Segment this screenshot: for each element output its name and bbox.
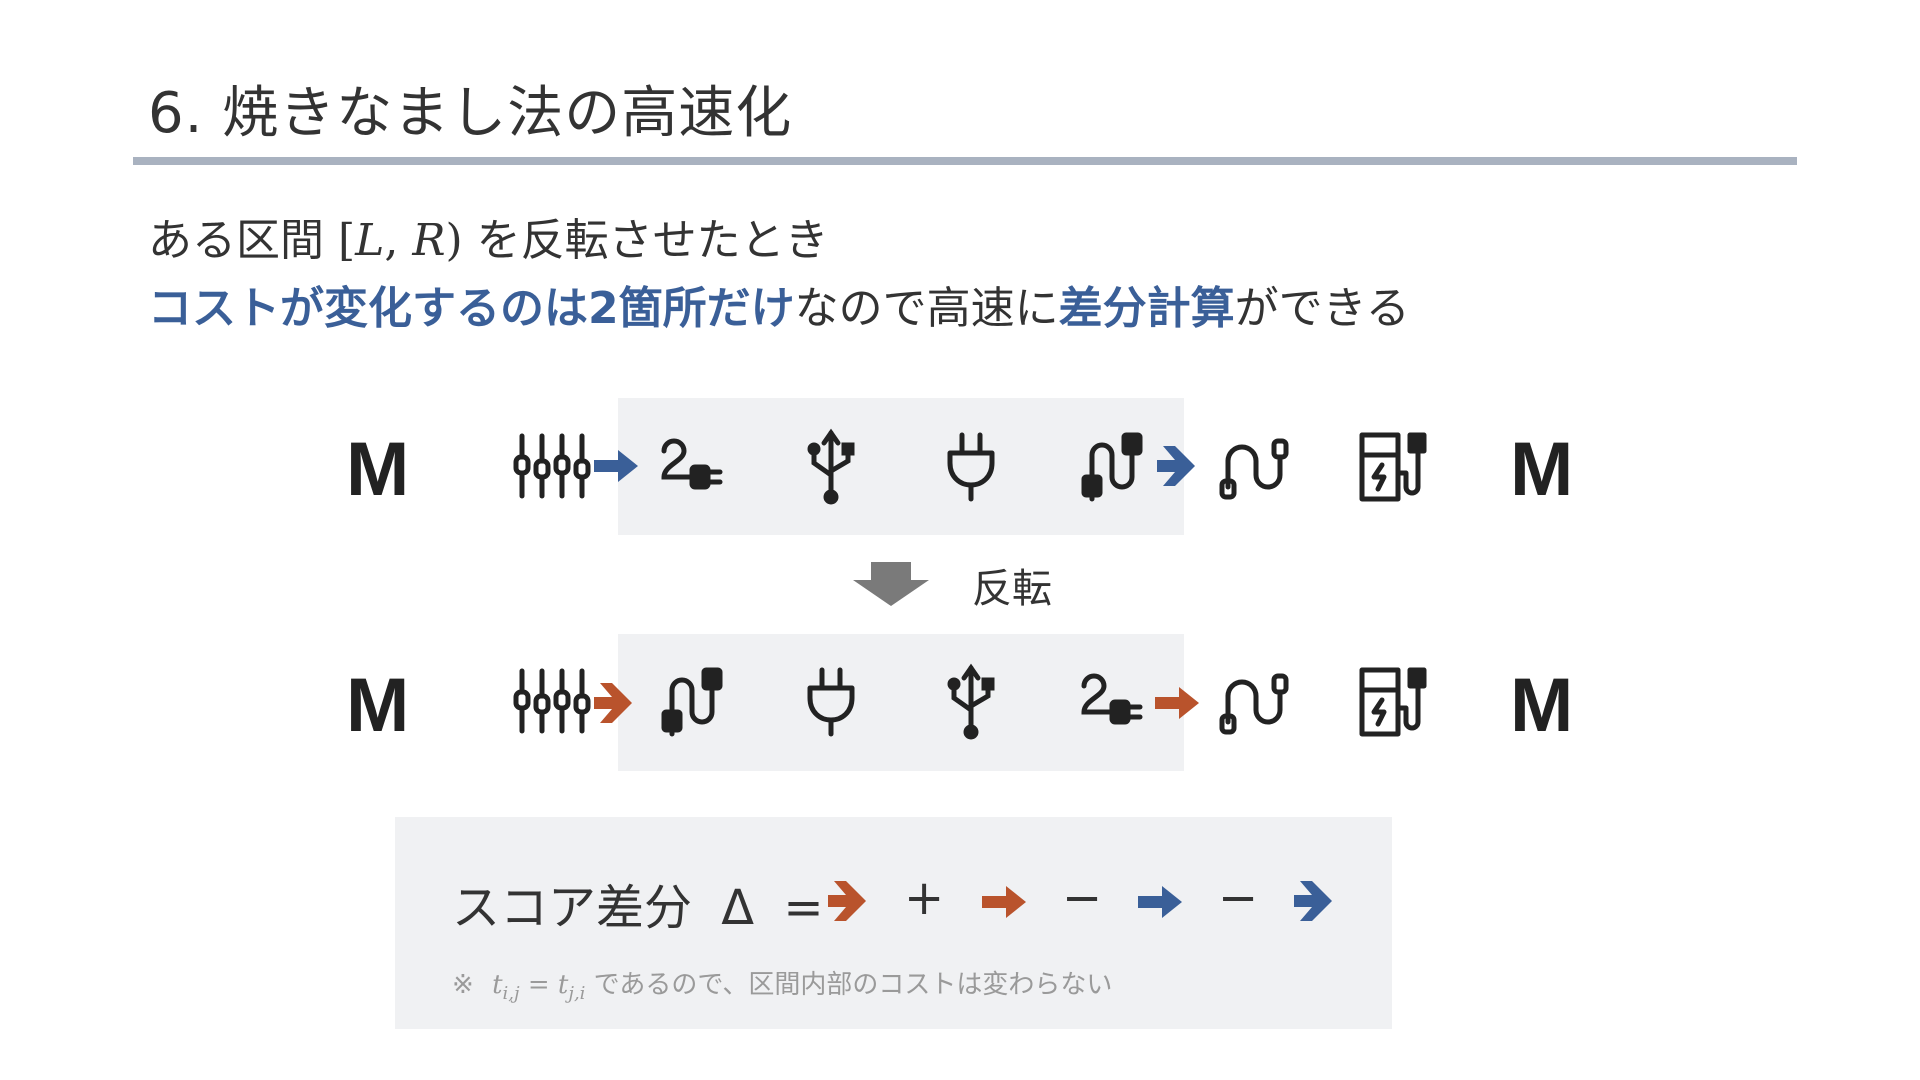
explanation-line: コストが変化するのは2箇所だけなので高速に差分計算ができる bbox=[148, 272, 1410, 336]
intro-line: ある区間 [L, R) を反転させたとき bbox=[148, 204, 829, 268]
note-mark: ※ bbox=[452, 970, 474, 1000]
note-sub2: j,i bbox=[568, 983, 586, 1005]
loop-cable-icon bbox=[1206, 421, 1296, 511]
math-L: L bbox=[355, 215, 385, 266]
title-rule bbox=[133, 157, 1797, 165]
orange-arrow-right-edge-icon bbox=[1155, 687, 1199, 719]
cable-icon bbox=[646, 656, 736, 746]
minus-sign-2: − bbox=[1218, 870, 1259, 926]
equals-sign: = bbox=[783, 880, 824, 936]
score-delta-label: スコア差分 Δ = bbox=[452, 868, 824, 938]
note-math: ti,j = tj,i bbox=[492, 970, 585, 1004]
mixer-icon bbox=[507, 656, 597, 746]
intro-prefix: ある区間 bbox=[148, 215, 338, 266]
plug-icon bbox=[926, 421, 1016, 511]
note-eq: = bbox=[519, 970, 558, 1000]
blue-arrow-left-edge-icon bbox=[594, 450, 638, 482]
usb-icon bbox=[786, 421, 876, 511]
plug-icon bbox=[786, 656, 876, 746]
usb-icon bbox=[926, 656, 1016, 746]
down-arrow-icon bbox=[853, 562, 929, 606]
endpoint-m-right-top: M bbox=[1510, 427, 1574, 512]
intro-suffix: を反転させたとき bbox=[462, 215, 829, 266]
reverse-label: 反転 bbox=[972, 566, 1052, 612]
endpoint-m-left-top: M bbox=[346, 427, 410, 512]
math-open-bracket: [ bbox=[338, 215, 356, 266]
orange-arrow-left-edge-icon bbox=[594, 683, 632, 723]
note-t2: t bbox=[557, 970, 569, 1000]
blue-arrow-term3-icon bbox=[1138, 886, 1182, 918]
explanation-mid: なので高速に bbox=[794, 283, 1059, 334]
cable-icon bbox=[1066, 421, 1156, 511]
blue-arrow-term4-icon bbox=[1294, 881, 1332, 921]
note-text: であるので、区間内部のコストは変わらない bbox=[585, 970, 1113, 1000]
note-t1: t bbox=[492, 970, 503, 1000]
delta-symbol: Δ bbox=[721, 880, 755, 936]
math-close-paren: ) bbox=[445, 215, 463, 266]
symmetry-note: ※ ti,j = tj,i であるので、区間内部のコストは変わらない bbox=[452, 964, 1112, 1004]
endpoint-m-right-bottom: M bbox=[1510, 663, 1574, 748]
math-comma: , bbox=[384, 215, 413, 266]
endpoint-m-left-bottom: M bbox=[346, 663, 410, 748]
charging-station-icon bbox=[1346, 656, 1436, 746]
slide-title: 6. 焼きなまし法の高速化 bbox=[148, 81, 793, 146]
plug-cable-icon bbox=[646, 421, 736, 511]
note-sub1: i,j bbox=[502, 983, 520, 1005]
orange-arrow-term2-icon bbox=[982, 886, 1026, 918]
score-delta-box bbox=[395, 817, 1392, 1029]
charging-station-icon bbox=[1346, 421, 1436, 511]
explanation-end: ができる bbox=[1234, 283, 1410, 334]
orange-arrow-term1-icon bbox=[828, 881, 866, 921]
loop-cable-icon bbox=[1206, 656, 1296, 746]
mixer-icon bbox=[507, 421, 597, 511]
math-R: R bbox=[412, 215, 446, 266]
interval-math: [L, R) bbox=[338, 215, 463, 266]
minus-sign-1: − bbox=[1062, 870, 1103, 926]
highlight-two-places: コストが変化するのは2箇所だけ bbox=[148, 283, 795, 334]
score-label: スコア差分 bbox=[452, 880, 693, 936]
highlight-diff-calc: 差分計算 bbox=[1058, 283, 1235, 334]
plus-sign: + bbox=[904, 870, 945, 926]
blue-arrow-right-edge-icon bbox=[1157, 446, 1195, 486]
plug-cable-icon bbox=[1066, 656, 1156, 746]
